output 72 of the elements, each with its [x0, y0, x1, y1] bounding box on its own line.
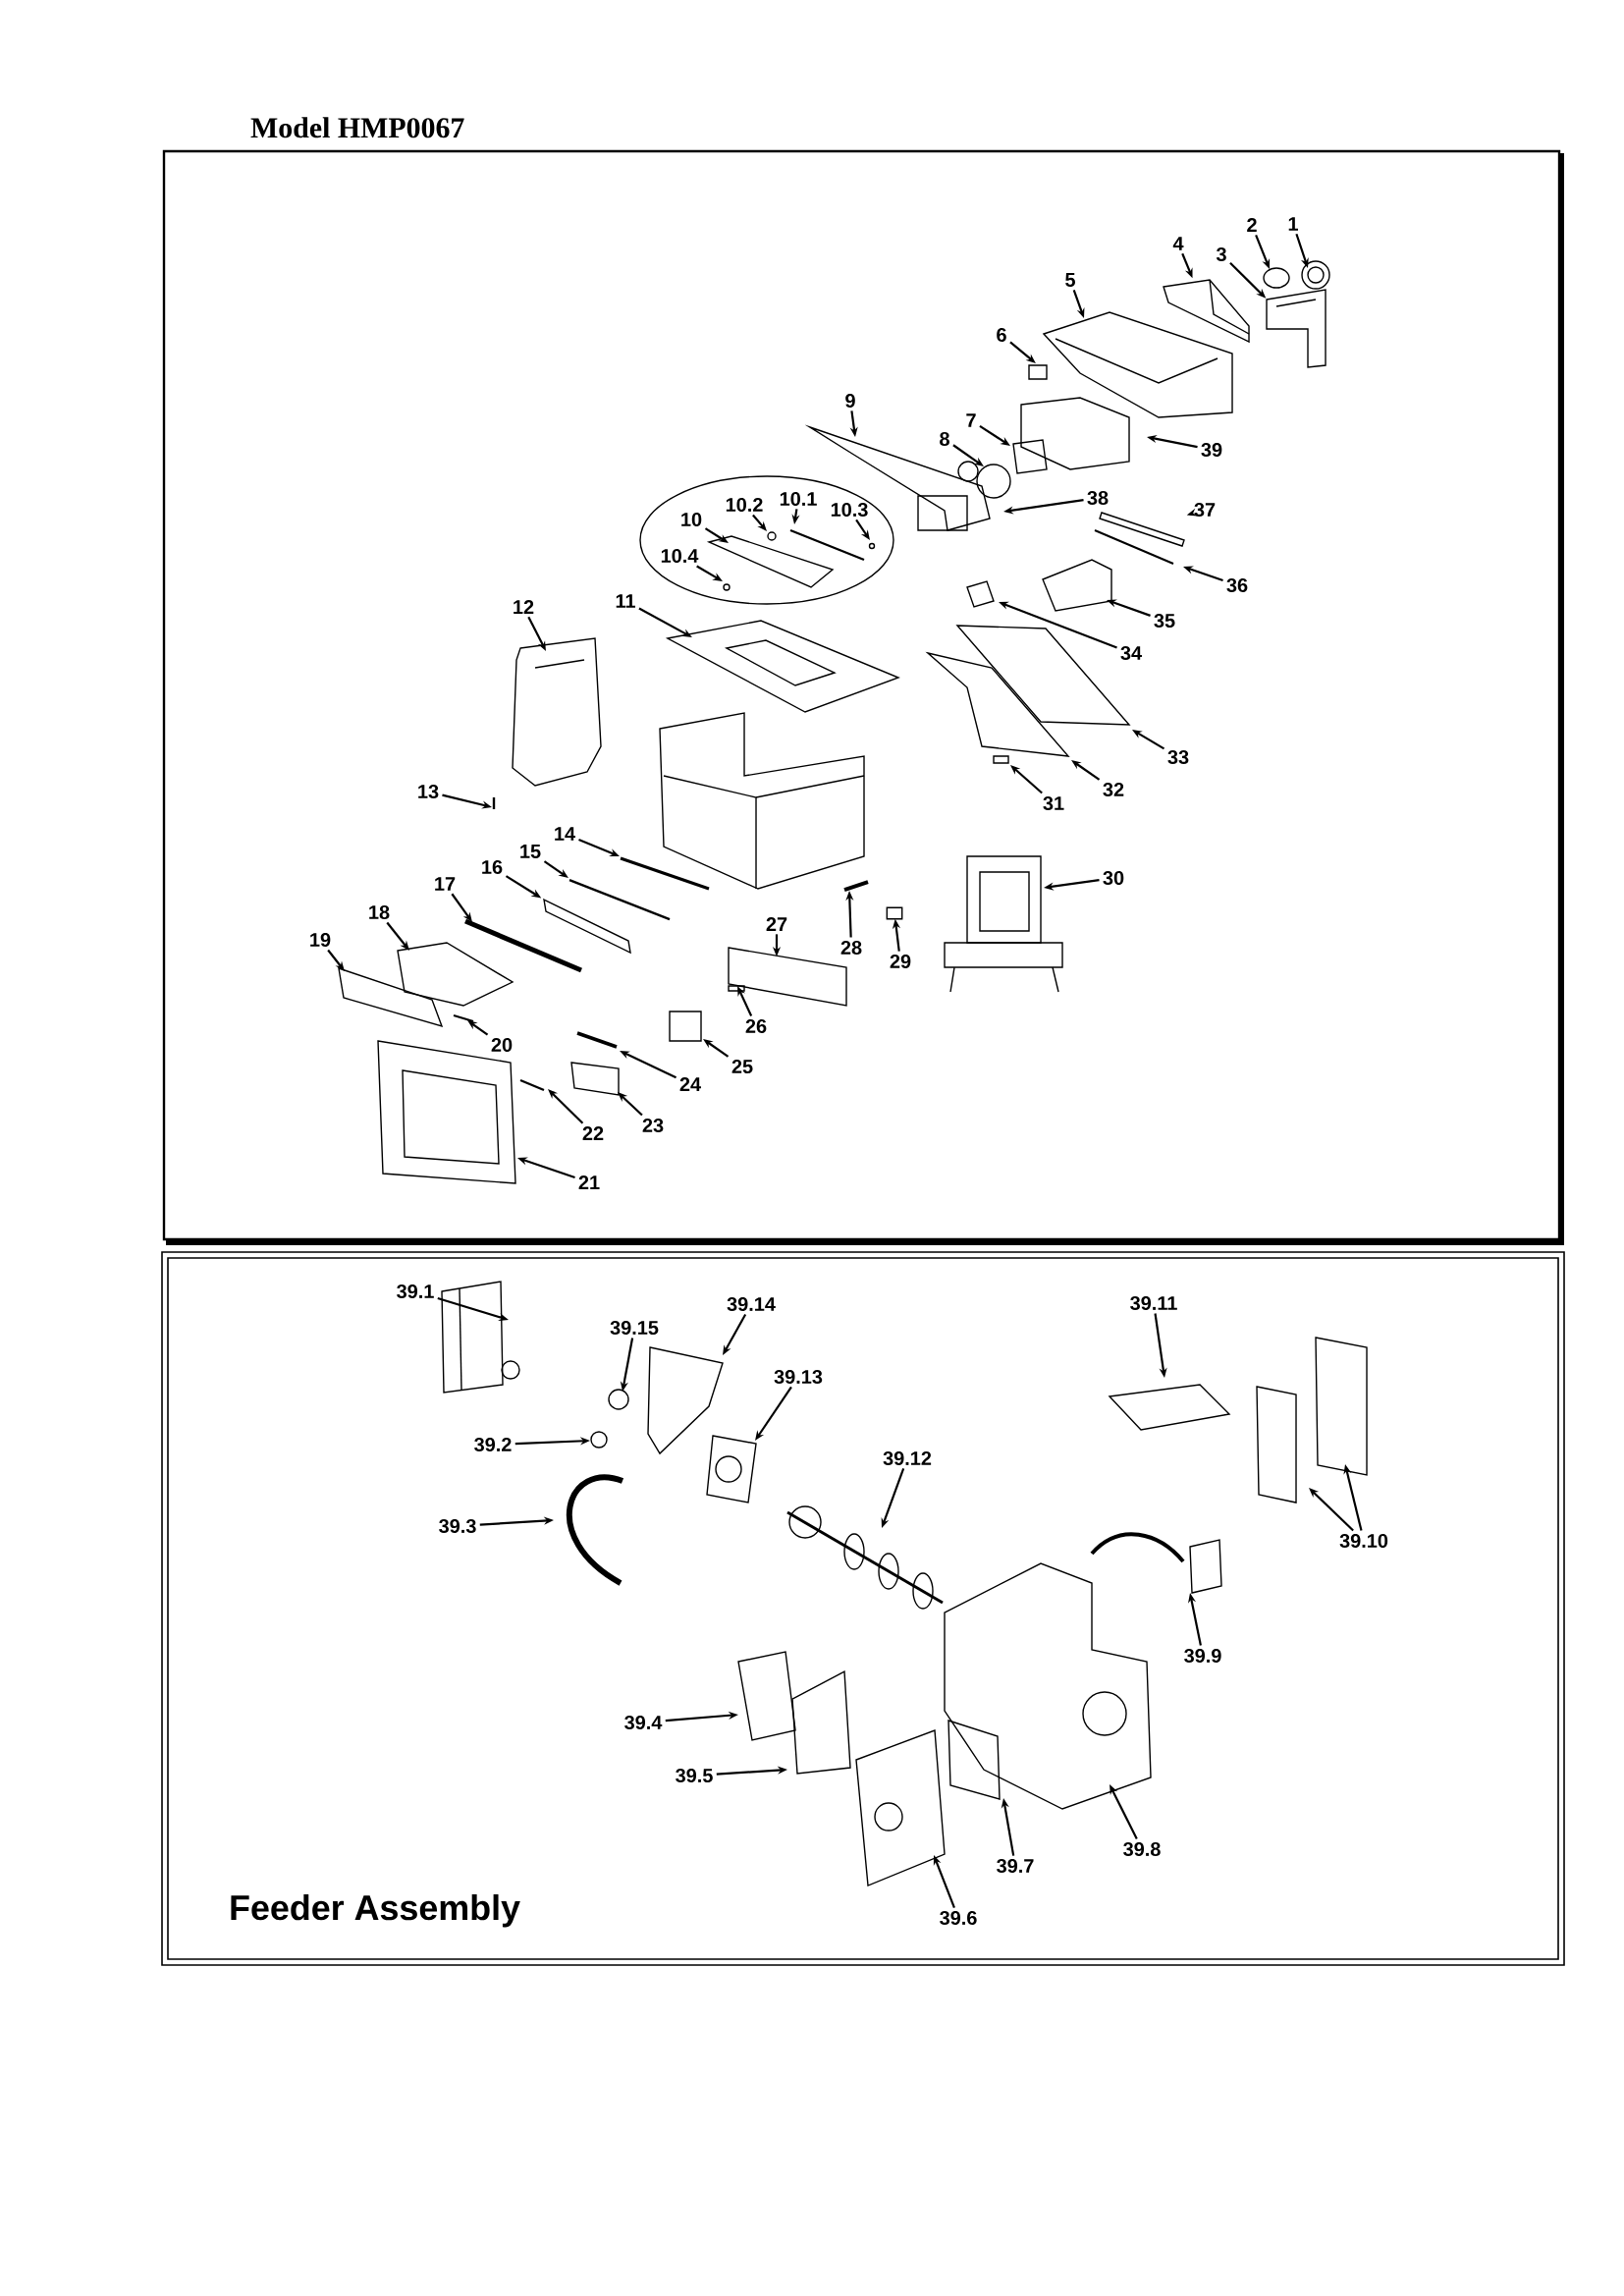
callout-number: 19 — [310, 932, 331, 948]
callout-number: 11 — [616, 594, 635, 608]
part-drawing — [1266, 289, 1326, 368]
callout-number: 39.5 — [676, 1768, 713, 1783]
callout-number: 39.11 — [1130, 1295, 1177, 1311]
callout-number: 39.4 — [624, 1715, 663, 1730]
callout-number: 39.3 — [439, 1518, 476, 1534]
callout-number: 10.2 — [726, 497, 763, 513]
callout-number: 20 — [491, 1037, 513, 1053]
callout-number: 6 — [997, 327, 1006, 343]
callout-number: 7 — [966, 413, 976, 427]
callout-number: 34 — [1120, 645, 1142, 661]
callout-number: 9 — [845, 393, 855, 409]
callout-number: 13 — [418, 784, 439, 799]
callout-number: 39.7 — [997, 1858, 1034, 1874]
callout-number: 2 — [1247, 218, 1257, 232]
callout-number: 3 — [1216, 246, 1226, 262]
callout-number: 10.3 — [831, 502, 868, 518]
callout-number: 27 — [766, 917, 787, 931]
callout-number: 10.4 — [661, 548, 699, 564]
leader-line — [1309, 1488, 1354, 1532]
callout-number: 8 — [940, 431, 949, 447]
callout-number: 37 — [1194, 502, 1216, 518]
callout-number: 39.1 — [397, 1284, 434, 1299]
callout-number: 23 — [642, 1118, 664, 1133]
panel-heading: Feeder Assembly — [231, 1894, 520, 1928]
part-drawing — [886, 906, 903, 920]
part-drawing — [1099, 512, 1185, 547]
callout-number: 10 — [681, 512, 702, 527]
leader-line — [618, 1092, 643, 1117]
callout-number: 28 — [840, 940, 862, 956]
callout-number: 17 — [435, 877, 456, 891]
callout-number: 16 — [482, 859, 503, 875]
callout-number: 39.12 — [883, 1450, 932, 1466]
callout-number: 35 — [1154, 613, 1175, 629]
callout-number: 39.13 — [774, 1369, 823, 1385]
title: Model HMP0067 — [250, 117, 464, 138]
callout-number: 12 — [514, 600, 534, 614]
callout-number: 39.9 — [1184, 1648, 1221, 1664]
callout-number: 18 — [369, 904, 390, 920]
callout-number: 39.14 — [727, 1296, 776, 1312]
part-drawing — [1163, 279, 1250, 344]
callout-number: 24 — [679, 1077, 701, 1091]
leader-line — [327, 949, 345, 971]
callout-number: 31 — [1043, 795, 1064, 811]
callout-number: 26 — [745, 1018, 767, 1034]
leader-line — [1009, 341, 1036, 363]
callout-number: 39.6 — [940, 1910, 977, 1926]
callout-number: 4 — [1172, 237, 1184, 250]
callout-number: 10.1 — [780, 491, 817, 507]
callout-number: 1 — [1288, 217, 1298, 231]
leader-line — [548, 1089, 584, 1124]
callout-number: 21 — [578, 1175, 600, 1189]
callout-number: 39.10 — [1339, 1533, 1388, 1549]
leader-line — [1010, 765, 1043, 794]
callout-number: 14 — [555, 827, 575, 841]
callout-number: 39.8 — [1123, 1841, 1161, 1857]
callout-number: 25 — [731, 1059, 753, 1074]
callout-number: 22 — [582, 1126, 604, 1140]
callout-number: 39 — [1201, 442, 1222, 458]
callout-number: 5 — [1065, 273, 1075, 287]
callout-number: 15 — [520, 845, 541, 858]
leader-line — [386, 921, 409, 951]
callout-number: 30 — [1103, 870, 1124, 886]
leader-line — [752, 514, 767, 531]
callout-number: 38 — [1087, 490, 1109, 506]
callout-number: 39.15 — [610, 1320, 659, 1336]
callout-number: 32 — [1103, 782, 1124, 797]
callout-number: 29 — [890, 954, 911, 969]
callout-number: 33 — [1167, 749, 1189, 765]
callout-number: 39.2 — [474, 1437, 512, 1452]
callout-number: 36 — [1226, 577, 1248, 593]
